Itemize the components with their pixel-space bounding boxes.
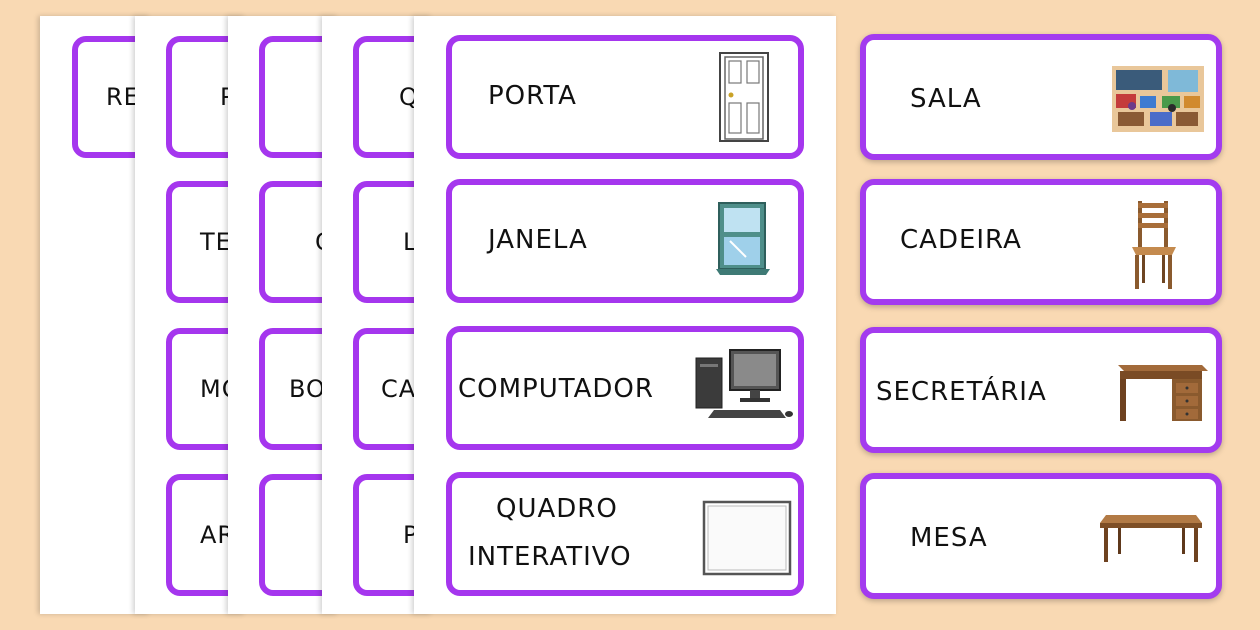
desk-icon (1118, 365, 1208, 421)
flashcard-label: CADEIRA (900, 225, 1022, 255)
flashcard-label: PORTA (488, 81, 577, 111)
flashcard-janela: JANELA (446, 179, 804, 303)
flashcard-sheet-front: PORTA JANELA COMPUTADOR (414, 16, 836, 614)
flashcard-mesa: MESA (860, 473, 1222, 599)
flashcard-label: SECRETÁRIA (876, 377, 1047, 407)
flashcard-label: Q (399, 83, 419, 111)
flashcard-label: COMPUTADOR (458, 374, 654, 404)
flashcard-label: JANELA (488, 225, 588, 255)
flashcard-porta: PORTA (446, 35, 804, 159)
flashcard-computador: COMPUTADOR (446, 326, 804, 450)
flashcard-label: SALA (910, 84, 982, 114)
flashcard-label: RE (106, 83, 140, 111)
flashcard-sheet-1: RE (40, 16, 150, 614)
window-icon (716, 202, 770, 275)
flashcard-cadeira: CADEIRA (860, 179, 1222, 305)
flashcard-label: MESA (910, 523, 988, 553)
flashcard-sala: SALA (860, 34, 1222, 160)
flashcard-label: CA (381, 375, 417, 403)
classroom-icon (1112, 66, 1204, 132)
flashcard-sheet-3: C BO (228, 16, 338, 614)
table-icon (1100, 515, 1202, 562)
flashcard-label-line1: QUADRO (496, 494, 618, 524)
flashcard-label: L (403, 228, 418, 256)
computer-icon (695, 349, 793, 418)
flashcard-label: P (403, 521, 419, 549)
flashcard-label-line2: INTERATIVO (468, 542, 632, 572)
flashcard-quadro-interativo: QUADRO INTERATIVO (446, 472, 804, 596)
whiteboard-icon (702, 500, 792, 576)
flashcard-label: TE (200, 228, 232, 256)
flashcard-secretaria: SECRETÁRIA (860, 327, 1222, 453)
door-icon (719, 52, 769, 142)
chair-icon (1132, 201, 1176, 289)
flashcard-label: BO (289, 375, 326, 403)
